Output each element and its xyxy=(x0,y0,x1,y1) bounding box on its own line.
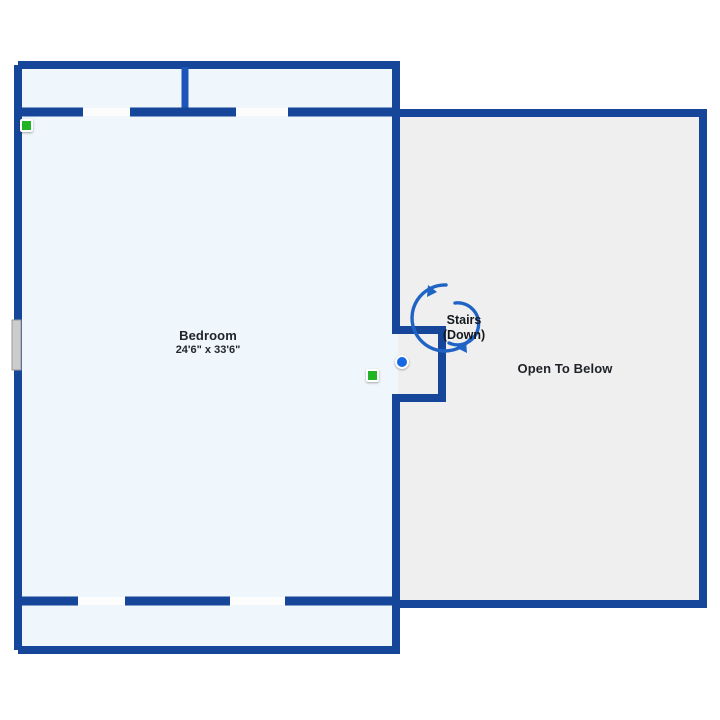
bedroom-bottom-outer-wall xyxy=(18,604,400,654)
marker-dot-1[interactable] xyxy=(395,355,409,369)
upper-bay-fill-left xyxy=(22,69,182,109)
upper-bay-fill-right xyxy=(189,69,392,109)
window-bottom-2 xyxy=(230,597,285,605)
window-bottom-1 xyxy=(78,597,125,605)
window-top-2 xyxy=(236,108,288,116)
open-to-below-wall xyxy=(396,109,707,608)
marker-square-1[interactable] xyxy=(20,119,33,132)
lower-bay-fill xyxy=(22,604,392,646)
bedroom-fill xyxy=(22,109,440,601)
window-top-1 xyxy=(83,108,130,116)
marker-square-2[interactable] xyxy=(366,369,379,382)
spiral-stairs-icon xyxy=(410,283,481,353)
bedroom-outer-wall xyxy=(18,61,400,109)
open-to-below-fill xyxy=(398,116,701,602)
bedroom-right-wall-notch xyxy=(392,109,446,604)
door-left-wall[interactable] xyxy=(11,319,22,371)
